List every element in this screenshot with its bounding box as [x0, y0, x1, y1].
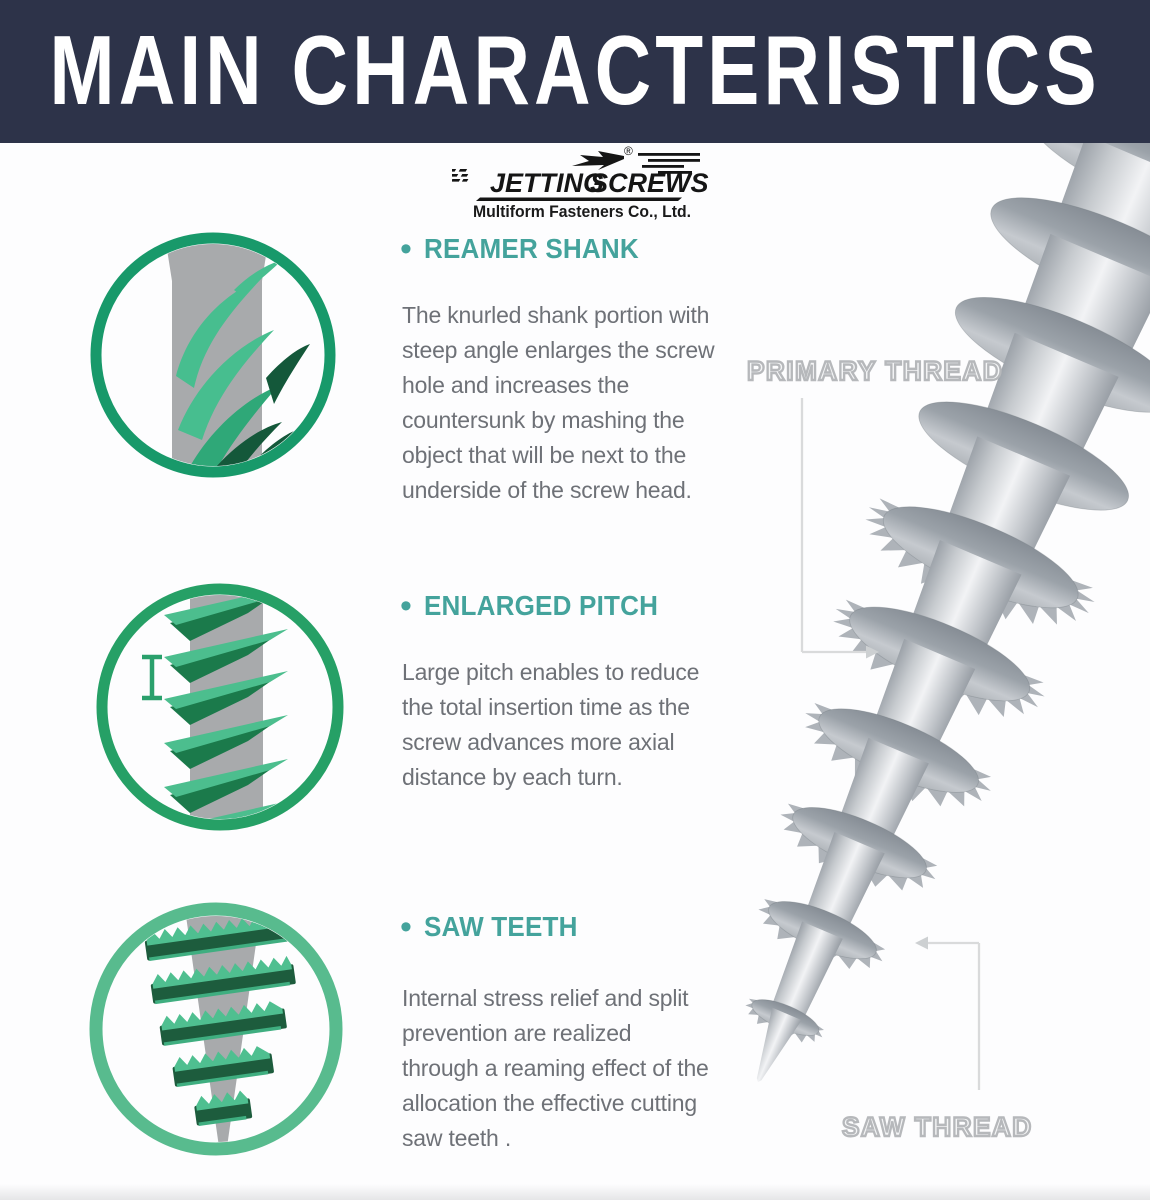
saw-thread-label: SAW THREAD	[841, 1111, 1033, 1143]
speed-lines-icon	[638, 153, 700, 174]
brand-word1: JETTING	[490, 168, 604, 198]
section-reamer-shank: • REAMER SHANK The knurled shank portion…	[400, 230, 730, 508]
brand-logo: JETTING SCREWS ® Multiform Fasteners Co.…	[452, 145, 709, 221]
bullet-icon: •	[400, 587, 412, 625]
saw-teeth-icon	[89, 902, 343, 1156]
brand-word2: SCREWS	[590, 168, 709, 198]
speed-dashes-icon	[452, 169, 469, 182]
primary-thread-label: PRIMARY THREAD	[746, 355, 1004, 387]
jet-icon	[572, 151, 624, 170]
section-title: REAMER SHANK	[423, 233, 639, 264]
header-band: MAIN CHARACTERISTICS	[0, 0, 1150, 143]
enlarged-pitch-icon	[96, 583, 344, 831]
logo-underline	[476, 197, 682, 201]
section-body: The knurled shank portion with steep ang…	[402, 302, 715, 503]
screw-photo	[745, 143, 1150, 1082]
section-title: SAW TEETH	[423, 911, 578, 942]
brand-subtitle: Multiform Fasteners Co., Ltd.	[473, 203, 691, 221]
page-title: MAIN CHARACTERISTICS	[49, 14, 1101, 125]
bullet-icon: •	[400, 908, 412, 946]
registered-mark: ®	[624, 145, 633, 158]
section-title: ENLARGED PITCH	[423, 590, 658, 621]
section-enlarged-pitch: • ENLARGED PITCH Large pitch enables to …	[400, 587, 730, 795]
section-saw-teeth: • SAW TEETH Internal stress relief and s…	[400, 908, 730, 1156]
bottom-fade	[0, 1184, 1150, 1200]
reamer-shank-icon	[90, 232, 336, 478]
section-body: Large pitch enables to reduce the total …	[402, 659, 700, 790]
bullet-icon: •	[400, 230, 412, 268]
section-body: Internal stress relief and split prevent…	[402, 985, 709, 1151]
